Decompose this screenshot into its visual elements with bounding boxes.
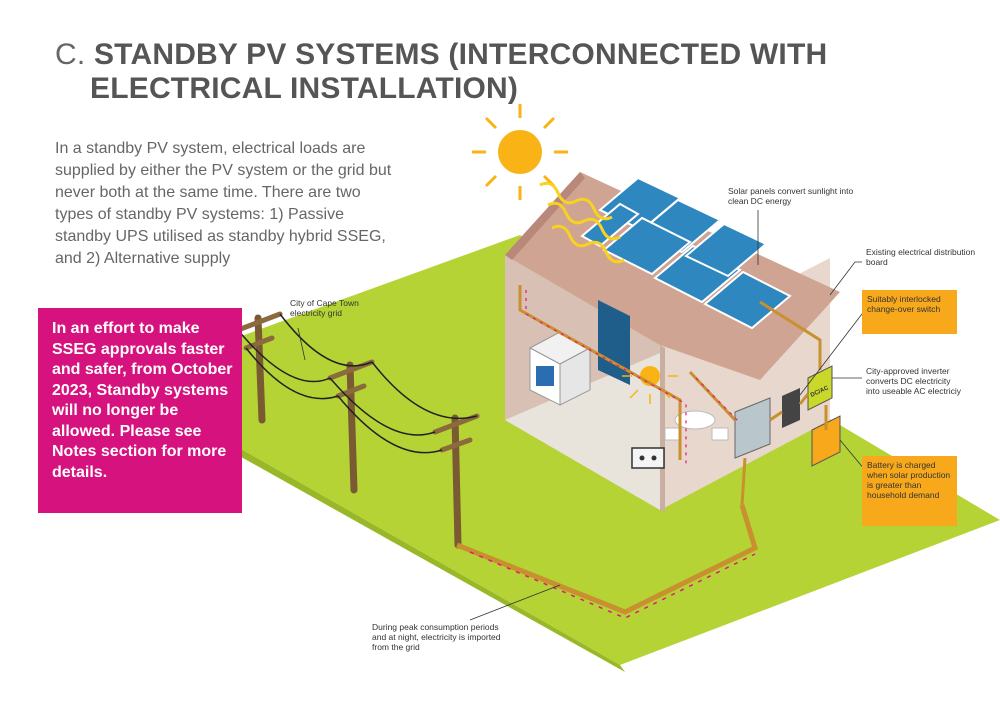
label-distribution-board: Existing electrical distribution board [866,247,976,267]
intro-text: In a standby PV system, electrical loads… [55,140,392,267]
label-changeover-switch: Suitably interlocked change-over switch [862,290,957,334]
title-line-1: STANDBY PV SYSTEMS (INTERCONNECTED WITH [93,38,828,71]
label-grid: City of Cape Town electricity grid [290,298,359,318]
grass-field-edge [118,380,625,672]
house-wiring [518,285,828,506]
label-inverter: City-approved inverter converts DC elect… [866,366,961,396]
label-battery: Battery is charged when solar production… [862,456,957,526]
intro-paragraph: In a standby PV system, electrical loads… [55,138,395,270]
wall-socket [631,447,665,469]
label-grid-import: During peak consumption periods and at n… [372,622,501,652]
title-line-2: ELECTRICAL INSTALLATION) [90,72,519,105]
sun-icon [472,104,568,200]
notice-box: In an effort to make SSEG approvals fast… [38,308,242,513]
battery [811,415,841,467]
house-flow [525,290,742,464]
distribution-board [734,397,771,459]
house-wall-front-edge [660,345,665,512]
grid-wires [237,313,478,454]
label-solar-panels: Solar panels convert sunlight into clean… [728,186,854,206]
roof-edge [505,172,585,260]
page-title: C. STANDBY PV SYSTEMS (INTERCONNECTED WI… [55,38,855,106]
fridge [598,300,630,385]
changeover-switch [782,388,800,428]
leader-lines [297,210,866,621]
grid-poles [254,314,462,549]
stove [528,331,592,406]
table-chairs [664,410,729,441]
underground-cable [456,504,759,615]
solar-panels [580,176,792,330]
title-prefix: C. [55,38,86,71]
pole-crossarms [235,311,480,453]
sunlight-rays [539,181,625,264]
notice-text: In an effort to make SSEG approvals fast… [52,320,233,481]
